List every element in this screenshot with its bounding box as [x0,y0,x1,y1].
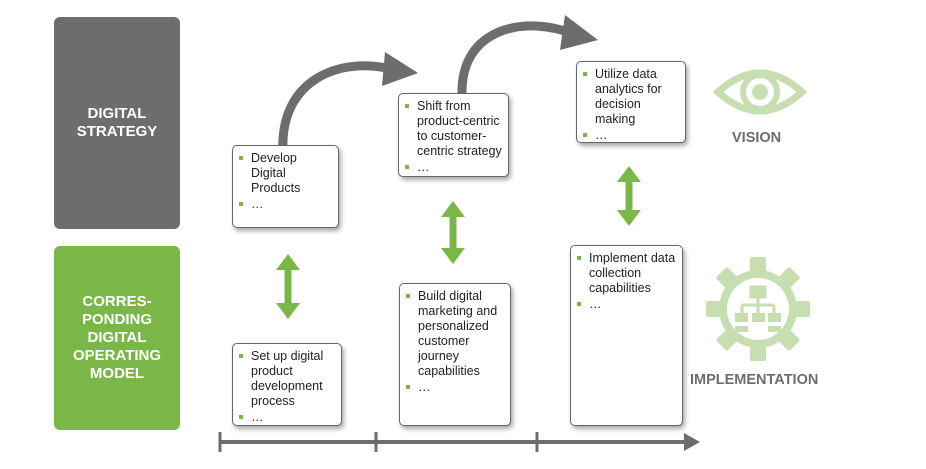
box-bullet: … [583,128,679,143]
box-bullet: Build digital marketing and personalized… [406,289,504,379]
eye-icon [712,69,808,115]
strategy-box-2: Shift from product-centric to customer-c… [398,93,509,177]
box-bullet: … [405,160,502,175]
box-bullet: Utilize data analytics for decision maki… [583,67,679,127]
curved-arrow-2 [457,15,598,100]
box-bullet: … [406,380,504,395]
timeline [218,432,700,452]
box-bullet: Develop Digital Products [239,151,332,196]
box-bullet: … [239,410,335,425]
box-bullet: Implement data collection capabilities [577,251,676,296]
strategy-box-1: Develop Digital Products … [232,145,339,228]
box-bullet: Shift from product-centric to customer-c… [405,99,502,159]
box-bullet: … [239,197,332,212]
operating-model-label: CORRES- PONDING DIGITAL OPERATING MODEL [54,246,180,430]
box-bullet: … [577,297,676,312]
double-arrow-1 [276,254,300,319]
digital-strategy-label: DIGITAL STRATEGY [54,17,180,229]
model-box-3: Implement data collection capabilities … [570,245,683,426]
strategy-box-3: Utilize data analytics for decision maki… [576,61,686,143]
box-bullet: Set up digital product development proce… [239,349,335,409]
operating-model-text: CORRES- PONDING DIGITAL OPERATING MODEL [72,293,162,382]
implementation-label: IMPLEMENTATION [690,372,819,388]
gear-org-chart-icon [706,257,810,361]
model-box-2: Build digital marketing and personalized… [399,283,511,426]
digital-strategy-text: DIGITAL STRATEGY [76,105,158,140]
double-arrow-2 [441,201,465,264]
double-arrow-3 [617,166,641,226]
model-box-1: Set up digital product development proce… [232,343,342,426]
vision-label: VISION [732,130,782,146]
curved-arrow-1 [278,52,418,155]
